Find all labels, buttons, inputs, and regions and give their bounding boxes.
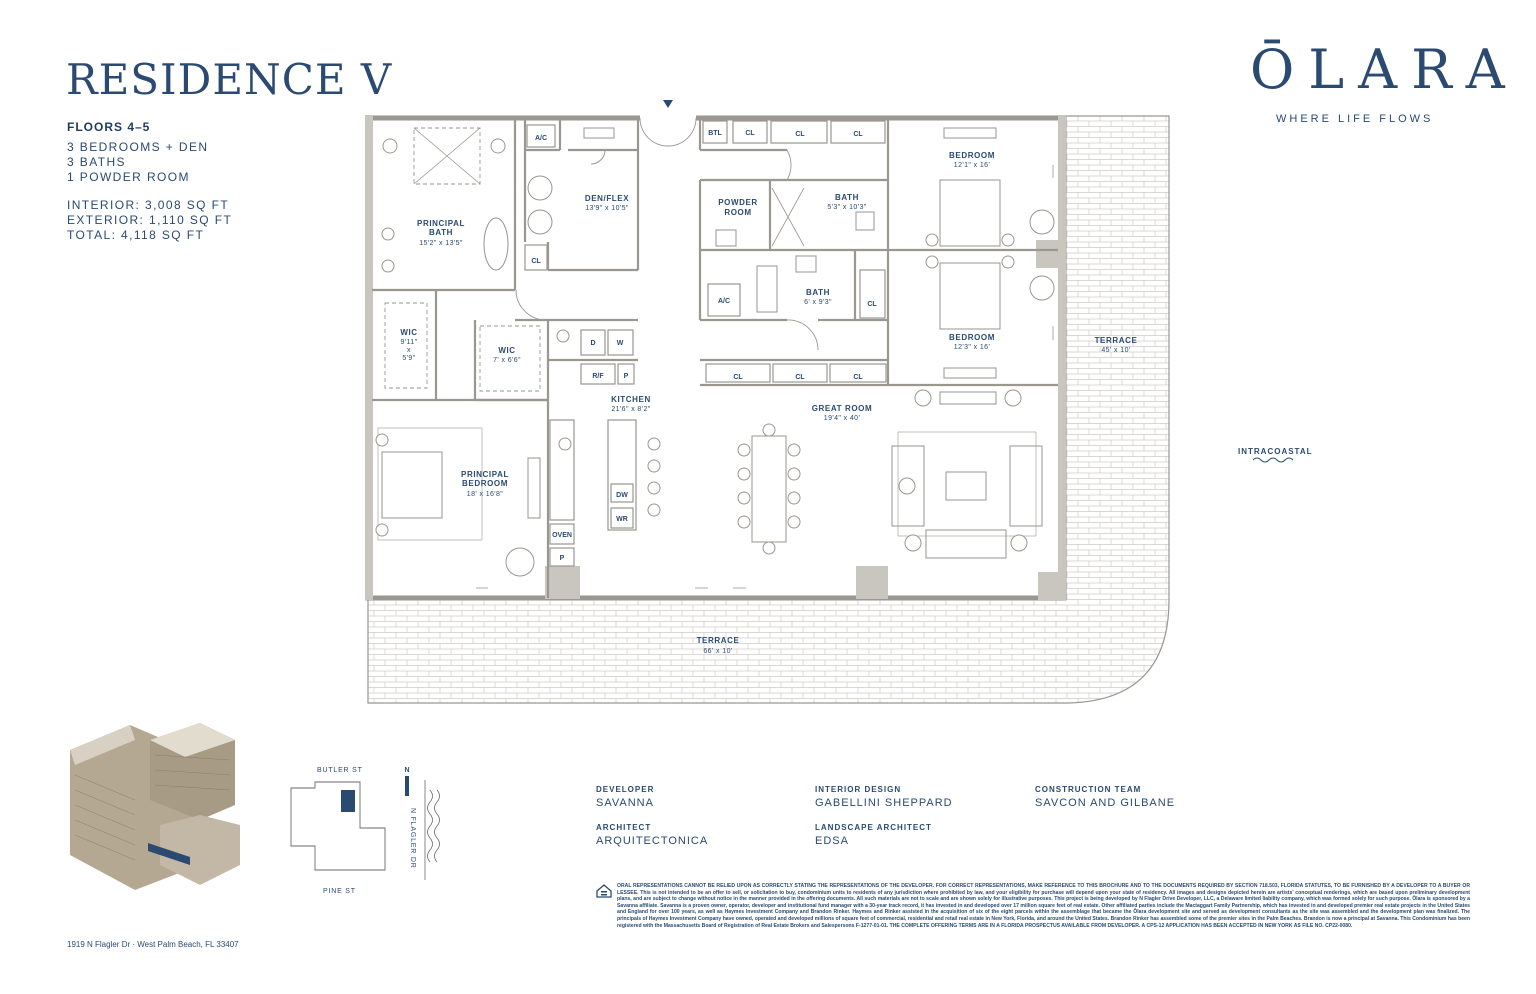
brand-tagline: WHERE LIFE FLOWS: [1276, 113, 1434, 125]
bath1-dim: 5'3" x 10'3": [827, 204, 866, 211]
bedroom2-dim: 12'3" x 16': [954, 344, 990, 351]
pantry-label: P: [624, 373, 629, 380]
wic2-label: WIC: [498, 346, 515, 355]
terrace-bottom-label: TERRACE: [697, 636, 740, 645]
spec-bedrooms: 3 BEDROOMS + DEN: [67, 140, 209, 154]
dryer-label: D: [590, 340, 595, 347]
building-rendering: [70, 723, 240, 890]
bedroom1-label: BEDROOM: [949, 151, 995, 160]
closet-label: CL: [795, 374, 805, 381]
spec-powder: 1 POWDER ROOM: [67, 170, 190, 184]
washer-label: W: [617, 340, 624, 347]
area-exterior: EXTERIOR: 1,110 SQ FT: [67, 213, 233, 227]
btl-label: BTL: [708, 130, 722, 137]
north-arrow-icon: [405, 776, 409, 796]
ac-label: A/C: [718, 298, 730, 305]
area-interior: INTERIOR: 3,008 SQ FT: [67, 198, 230, 212]
unit-specs: 3 BEDROOMS + DEN 3 BATHS 1 POWDER ROOM: [67, 140, 208, 185]
closet-label: CL: [795, 131, 805, 138]
interior-design-label: INTERIOR DESIGN: [815, 785, 902, 794]
den-dim: 13'9" x 10'5": [585, 205, 629, 212]
den-label: DEN/FLEX: [585, 194, 629, 203]
developer-label: DEVELOPER: [596, 785, 655, 794]
refrigerator-label: R/F: [592, 373, 604, 380]
bath2-dim: 6' x 9'3": [804, 299, 832, 306]
great-room-label: GREAT ROOM: [812, 404, 873, 413]
construction-value: SAVCON AND GILBANE: [1035, 797, 1176, 809]
architect-value: ARQUITECTONICA: [596, 835, 709, 847]
kitchen-dim: 21'6" x 8'2": [611, 406, 650, 413]
closet-label: CL: [733, 374, 743, 381]
north-label: N: [404, 767, 409, 774]
closet-label: CL: [745, 130, 755, 137]
unit-area: INTERIOR: 3,008 SQ FT EXTERIOR: 1,110 SQ…: [67, 198, 232, 243]
area-total: TOTAL: 4,118 SQ FT: [67, 228, 205, 242]
residence-title: RESIDENCE V: [66, 55, 393, 104]
closet-label: CL: [853, 131, 863, 138]
bedroom1-dim: 12'1" x 16': [954, 162, 990, 169]
terrace-side-dim: 45' x 10': [1101, 347, 1130, 354]
landscape-label: LANDSCAPE ARCHITECT: [815, 823, 932, 832]
terrace-area: [367, 115, 1170, 704]
landscape-value: EDSA: [815, 835, 849, 847]
pine-st-label: PINE ST: [323, 888, 356, 895]
pantry-label: P: [560, 555, 565, 562]
bath2-label: BATH: [806, 288, 830, 297]
butler-st-label: BUTLER ST: [317, 767, 363, 774]
oven-label: OVEN: [552, 532, 572, 539]
great-room-dim: 19'4" x 40': [824, 415, 860, 422]
principal-bath-dim: 15'2" x 13'5": [419, 240, 463, 247]
water-wave-icon: [1252, 457, 1294, 463]
floors-label: FLOORS 4–5: [67, 120, 151, 134]
site-map: BUTLER ST PINE ST N N FLAGLER DR: [290, 767, 440, 895]
brand-logo: ŌLARA: [1250, 38, 1519, 101]
bedroom2-label: BEDROOM: [949, 333, 995, 342]
wic1-label: WIC: [400, 328, 417, 337]
wine-refrigerator-label: WR: [616, 516, 628, 523]
interior-design-value: GABELLINI SHEPPARD: [815, 797, 953, 809]
flagler-dr-label: N FLAGLER DR: [409, 808, 416, 869]
outer-wall: [365, 115, 1067, 601]
terrace-bottom-dim: 66' x 10': [703, 648, 732, 655]
closet-label: CL: [853, 374, 863, 381]
terrace-side-label: TERRACE: [1095, 336, 1138, 345]
developer-value: SAVANNA: [596, 797, 654, 809]
entry-arrow: [663, 100, 673, 108]
spec-baths: 3 BATHS: [67, 155, 126, 169]
equal-housing-icon: [596, 884, 612, 898]
legal-disclaimer: ORAL REPRESENTATIONS CANNOT BE RELIED UP…: [617, 883, 1470, 929]
wic2-dim: 7' x 6'6": [493, 357, 521, 364]
closet-label: CL: [867, 301, 877, 308]
closet-label: CL: [531, 258, 541, 265]
intracoastal-label: INTRACOASTAL: [1238, 447, 1313, 456]
bath1-label: BATH: [835, 193, 859, 202]
dishwasher-label: DW: [616, 492, 628, 499]
architect-label: ARCHITECT: [596, 823, 652, 832]
kitchen-label: KITCHEN: [611, 395, 651, 404]
address: 1919 N Flagler Dr · West Palm Beach, FL …: [67, 940, 239, 949]
principal-bedroom-dim: 18' x 16'8": [467, 491, 504, 498]
ac-label: A/C: [535, 135, 547, 142]
construction-label: CONSTRUCTION TEAM: [1035, 785, 1142, 794]
